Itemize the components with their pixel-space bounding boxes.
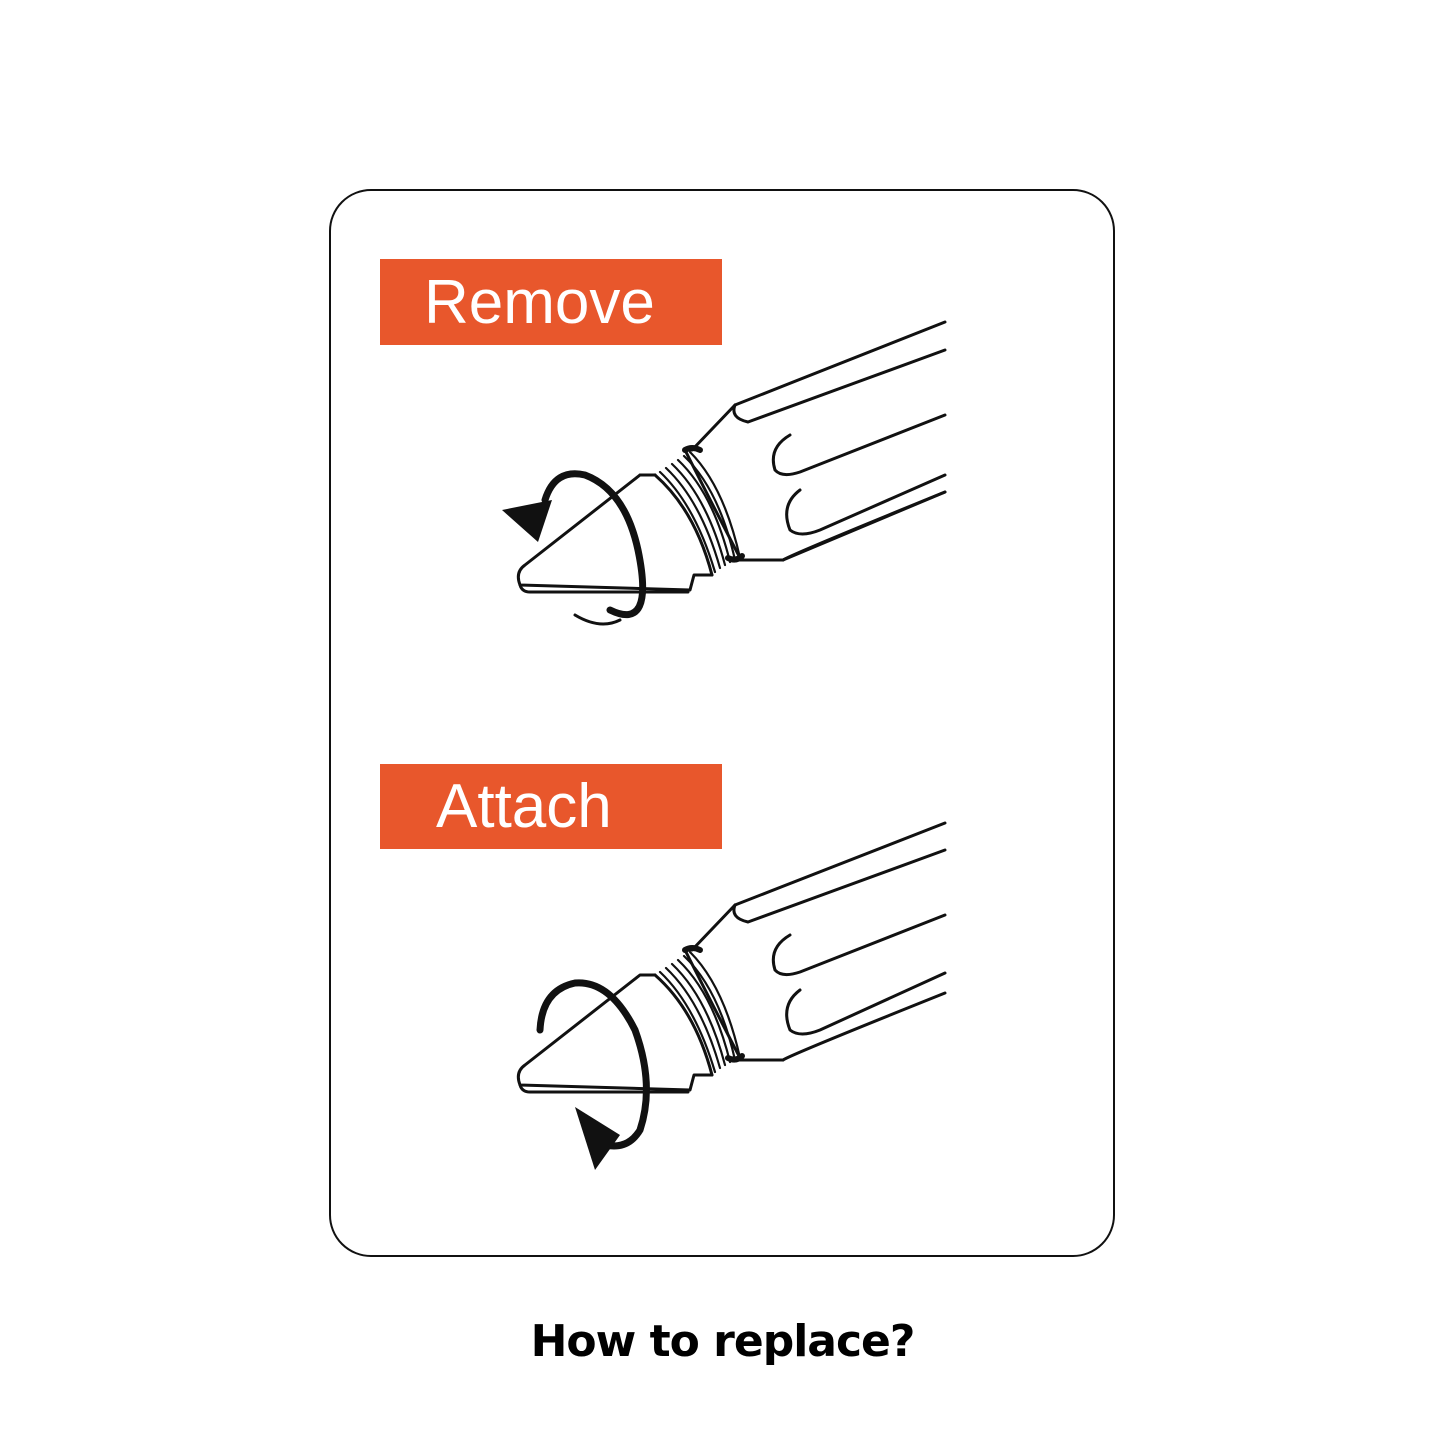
remove-label-text: Remove [424, 267, 655, 337]
remove-label: Remove [380, 259, 722, 345]
instruction-card [329, 189, 1115, 1257]
attach-label-text: Attach [436, 772, 612, 841]
pencil-tip-unscrew-icon [502, 320, 947, 626]
caption-how-to-replace: How to replace? [530, 1316, 916, 1367]
attach-label: Attach [380, 764, 722, 849]
pencil-tip-screw-icon [516, 821, 947, 1170]
